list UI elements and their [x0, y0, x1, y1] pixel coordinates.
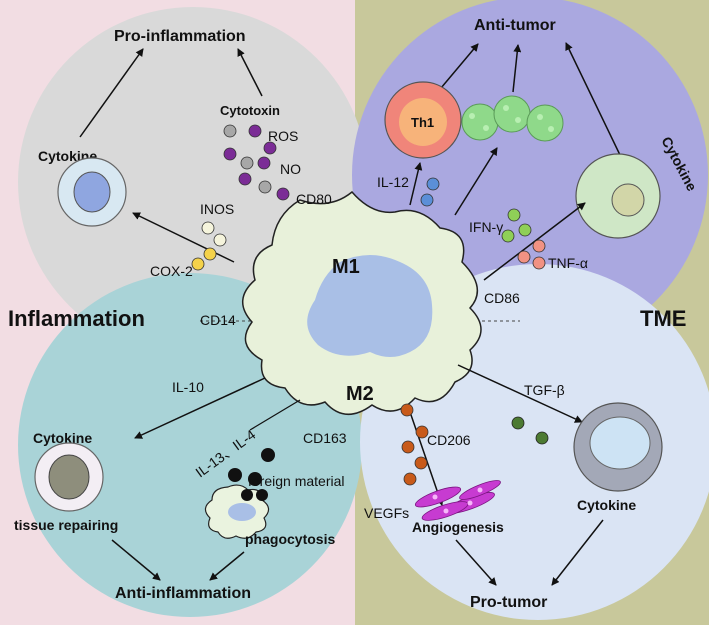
- phagocytosis-label: phagocytosis: [245, 531, 335, 547]
- cd206-label: CD206: [427, 432, 471, 448]
- dot-orange: [403, 472, 417, 486]
- cytokine-label-br: Cytokine: [577, 497, 636, 513]
- phagocyte-nucleus: [228, 503, 256, 521]
- dot-darkgreen: [535, 431, 549, 445]
- dot-black: [248, 472, 262, 486]
- th1-label: Th1: [411, 115, 434, 130]
- m1-label: M1: [332, 256, 360, 278]
- cytokine-cell-tr-nucleus: [611, 183, 645, 217]
- dot-purple: [257, 156, 271, 170]
- angiogenesis-label: Angiogenesis: [412, 519, 504, 535]
- inflammation-label: Inflammation: [8, 306, 145, 331]
- arrow-macrophage-to-tumor: [454, 147, 498, 216]
- arrow-cytokine-to-anti-tumor: [565, 42, 621, 156]
- th1-nucleus: [399, 98, 447, 146]
- arrow-tumor-to-anti-tumor: [512, 44, 522, 93]
- cytokine-cell-tl-nucleus: [73, 171, 111, 213]
- arrow-tissue-repairing-to-anti-inflammation: [111, 539, 161, 581]
- dot-green: [501, 229, 515, 243]
- cytokine-cell-bl-nucleus: [48, 454, 90, 500]
- cytokine-label-bl: Cytokine: [33, 430, 92, 446]
- arrow-macrophage-to-foreign-material: [249, 399, 301, 431]
- tumor-cell: [461, 103, 499, 141]
- dot-purple: [238, 172, 252, 186]
- cox2-label: COX-2: [150, 263, 193, 279]
- arrow-th1-to-anti-tumor: [440, 43, 479, 89]
- no-label: NO: [280, 161, 301, 177]
- cd163-label: CD163: [303, 430, 347, 446]
- dot-purple: [223, 147, 237, 161]
- tme-label: TME: [640, 306, 686, 331]
- tissue-repairing-label: tissue repairing: [14, 517, 118, 533]
- ros-label: ROS: [268, 128, 298, 144]
- arrow-macrophage-to-angiogenesis: [409, 411, 444, 506]
- cytokine-cell-br-inner: [589, 416, 651, 470]
- dot-cream: [201, 221, 215, 235]
- tumor-cells: [461, 95, 564, 142]
- m2-label: M2: [346, 383, 374, 405]
- foreign-material-label: foreign material: [248, 473, 345, 489]
- cytotoxin-label: Cytotoxin: [220, 103, 280, 118]
- arrow-cytokine-br-to-pro-tumor: [551, 519, 604, 586]
- pro-inflammation-label: Pro-inflammation: [114, 28, 246, 45]
- dot-purple: [248, 124, 262, 138]
- endothelial-cell: [414, 486, 462, 508]
- arrow-macrophage-to-cytokine-bl: [134, 377, 266, 439]
- dot-yellow: [191, 257, 205, 271]
- arrow-phagocytosis-to-anti-inflammation: [209, 551, 245, 581]
- dot-purple: [276, 187, 290, 201]
- arrow-cytotoxin-to-pro-inflammation: [237, 48, 263, 97]
- dot-yellow: [203, 247, 217, 261]
- cd86-label: CD86: [484, 290, 520, 306]
- tumor-cell: [526, 104, 564, 142]
- arrow-macrophage-to-cytokine-br: [457, 364, 583, 423]
- inos-label: INOS: [200, 201, 234, 217]
- anti-inflammation-label: Anti-inflammation: [115, 585, 251, 602]
- dot-orange: [400, 403, 414, 417]
- ifn-label: IFN-γ: [469, 219, 503, 235]
- dot-black: [228, 468, 242, 482]
- dot-green: [518, 223, 532, 237]
- arrow-macrophage-to-th1: [409, 162, 423, 206]
- dot-grey: [258, 180, 272, 194]
- arrow-cytokine-to-pro-inflammation: [79, 48, 144, 138]
- dot-salmon: [532, 239, 546, 253]
- il12-label: IL-12: [377, 174, 409, 190]
- dot-blue: [426, 177, 440, 191]
- tnf-label: TNF-α: [548, 255, 588, 271]
- cd80-label: CD80: [296, 191, 332, 207]
- dot-cream: [213, 233, 227, 247]
- arrow-angiogenesis-to-pro-tumor: [455, 539, 497, 586]
- dot-salmon: [532, 256, 546, 270]
- il10-label: IL-10: [172, 379, 204, 395]
- vegfs-label: VEGFs: [364, 505, 409, 521]
- dot-purple: [263, 141, 277, 155]
- dot-darkgreen: [511, 416, 525, 430]
- dot-black: [256, 489, 268, 501]
- dot-green: [507, 208, 521, 222]
- dot-orange: [414, 456, 428, 470]
- dot-salmon: [517, 250, 531, 264]
- arrow-macrophage-to-cytokine-tl: [132, 212, 235, 263]
- dot-blue: [420, 193, 434, 207]
- pro-tumor-label: Pro-tumor: [470, 594, 547, 611]
- macrophage-nucleus: [307, 255, 433, 357]
- tgfb-label: TGF-β: [524, 382, 565, 398]
- anti-tumor-label: Anti-tumor: [474, 17, 556, 34]
- dot-black: [261, 448, 275, 462]
- tumor-cell: [493, 95, 531, 133]
- dot-orange: [415, 425, 429, 439]
- dot-orange: [401, 440, 415, 454]
- dot-grey: [240, 156, 254, 170]
- dot-black: [241, 489, 253, 501]
- endothelial-cells: [414, 480, 501, 521]
- dot-grey: [223, 124, 237, 138]
- cd14-label: CD14: [200, 312, 236, 328]
